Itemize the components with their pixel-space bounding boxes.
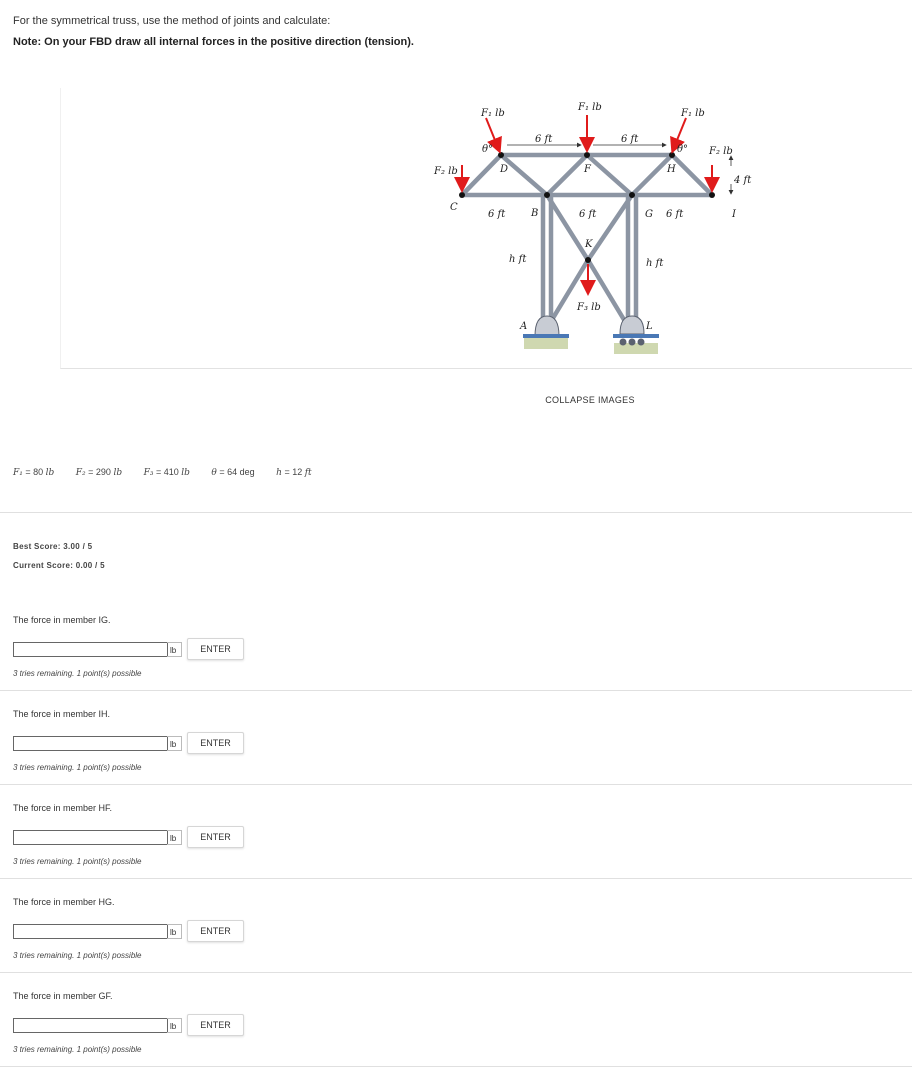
- label-dim-6ft-bottom-2: 6 ft: [579, 209, 597, 220]
- member-DB: [498, 152, 550, 198]
- answer-input-hf[interactable]: [13, 830, 168, 845]
- member-BK: [544, 192, 591, 263]
- joint-label-C: C: [450, 202, 458, 213]
- answer-input-ig[interactable]: [13, 642, 168, 657]
- enter-button-ih[interactable]: ENTER: [187, 732, 244, 754]
- member-HI: [669, 152, 715, 198]
- label-dim-6ft-bottom-3: 6 ft: [666, 209, 684, 220]
- answer-input-hg[interactable]: [13, 924, 168, 939]
- tries-remaining: 3 tries remaining. 1 point(s) possible: [13, 857, 142, 866]
- joint-label-K: K: [584, 239, 593, 250]
- question-prompt: The force in member IG.: [13, 615, 111, 625]
- answer-input-gf[interactable]: [13, 1018, 168, 1033]
- ground-right: [614, 343, 658, 354]
- joint-label-F: F: [583, 164, 592, 175]
- tries-remaining: 3 tries remaining. 1 point(s) possible: [13, 1045, 142, 1054]
- question-prompt: The force in member HG.: [13, 897, 115, 907]
- question-ih: The force in member IH. lb ENTER 3 tries…: [0, 709, 912, 803]
- member-AK: [544, 257, 591, 331]
- question-divider: [0, 878, 912, 879]
- joint-label-H: H: [666, 164, 676, 175]
- question-gf: The force in member GF. lb ENTER 3 tries…: [0, 991, 912, 1085]
- label-theta-right: θ°: [677, 144, 688, 155]
- question-hf: The force in member HF. lb ENTER 3 tries…: [0, 803, 912, 897]
- truss-figure: F₁ lb F₁ lb F₁ lb F₂ lb F₂ lb F₃ lb 6 ft…: [60, 88, 912, 369]
- enter-button-hf[interactable]: ENTER: [187, 826, 244, 848]
- question-prompt: The force in member GF.: [13, 991, 113, 1001]
- label-dim-6ft-bottom-1: 6 ft: [488, 209, 506, 220]
- param-f3: F₃ = 410 lb: [143, 467, 190, 478]
- divider: [0, 512, 912, 513]
- label-f1-middle: F₁ lb: [577, 102, 602, 113]
- member-BF: [544, 152, 590, 198]
- truss-diagram: F₁ lb F₁ lb F₁ lb F₂ lb F₂ lb F₃ lb 6 ft…: [433, 102, 752, 354]
- question-divider: [0, 972, 912, 973]
- unit-label: lb: [167, 1018, 182, 1033]
- tries-remaining: 3 tries remaining. 1 point(s) possible: [13, 763, 142, 772]
- ground-left: [524, 338, 568, 349]
- tries-remaining: 3 tries remaining. 1 point(s) possible: [13, 951, 142, 960]
- question-prompt: The force in member IH.: [13, 709, 111, 719]
- joint-label-G: G: [645, 209, 653, 220]
- current-score: Current Score: 0.00 / 5: [13, 561, 105, 570]
- joint-label-A: A: [519, 321, 527, 332]
- label-f2-left: F₂ lb: [433, 166, 458, 177]
- joint-label-I: I: [731, 209, 737, 220]
- param-f1: F₁ = 80 lb: [13, 467, 55, 478]
- answer-input-ih[interactable]: [13, 736, 168, 751]
- tries-remaining: 3 tries remaining. 1 point(s) possible: [13, 669, 142, 678]
- question-ig: The force in member IG. lb ENTER 3 tries…: [0, 615, 912, 709]
- label-f1-left: F₁ lb: [480, 108, 505, 119]
- enter-button-gf[interactable]: ENTER: [187, 1014, 244, 1036]
- param-theta: θ = 64 deg: [211, 467, 255, 478]
- collapse-images-button[interactable]: COLLAPSE IMAGES: [545, 395, 635, 405]
- force-arrows: [454, 115, 720, 296]
- support-L: [613, 315, 659, 346]
- joint-label-D: D: [499, 164, 508, 175]
- label-f2-right: F₂ lb: [708, 146, 733, 157]
- intro-text: For the symmetrical truss, use the metho…: [13, 15, 331, 27]
- support-A: [523, 315, 569, 338]
- member-FG: [584, 152, 635, 198]
- member-GK: [585, 192, 635, 263]
- truss-members: [459, 152, 715, 336]
- enter-button-hg[interactable]: ENTER: [187, 920, 244, 942]
- question-divider: [0, 1066, 912, 1067]
- question-divider: [0, 690, 912, 691]
- member-CD: [459, 152, 504, 198]
- label-theta-left: θ°: [482, 144, 493, 155]
- best-score: Best Score: 3.00 / 5: [13, 542, 93, 551]
- joint-label-L: L: [645, 321, 653, 332]
- label-dim-6ft-top-left: 6 ft: [535, 134, 553, 145]
- param-f2: F₂ = 290 lb: [75, 467, 123, 478]
- parameter-list: F₁ = 80 lb F₂ = 290 lb F₃ = 410 lb θ = 6…: [13, 467, 331, 478]
- joint-label-B: B: [530, 208, 538, 219]
- label-f1-right: F₁ lb: [680, 108, 705, 119]
- label-dim-6ft-top-right: 6 ft: [621, 134, 639, 145]
- question-hg: The force in member HG. lb ENTER 3 tries…: [0, 897, 912, 991]
- unit-label: lb: [167, 642, 182, 657]
- unit-label: lb: [167, 924, 182, 939]
- label-h-left: h ft: [509, 254, 527, 265]
- label-h-right: h ft: [646, 258, 664, 269]
- member-GH: [629, 152, 675, 198]
- unit-label: lb: [167, 830, 182, 845]
- dimension-lines: [507, 142, 734, 195]
- label-f3: F₃ lb: [576, 302, 601, 313]
- unit-label: lb: [167, 736, 182, 751]
- enter-button-ig[interactable]: ENTER: [187, 638, 244, 660]
- param-h: h = 12 ft: [276, 467, 312, 478]
- label-4ft: 4 ft: [733, 175, 752, 186]
- question-divider: [0, 784, 912, 785]
- note-text: Note: On your FBD draw all internal forc…: [13, 36, 414, 48]
- question-prompt: The force in member HF.: [13, 803, 113, 813]
